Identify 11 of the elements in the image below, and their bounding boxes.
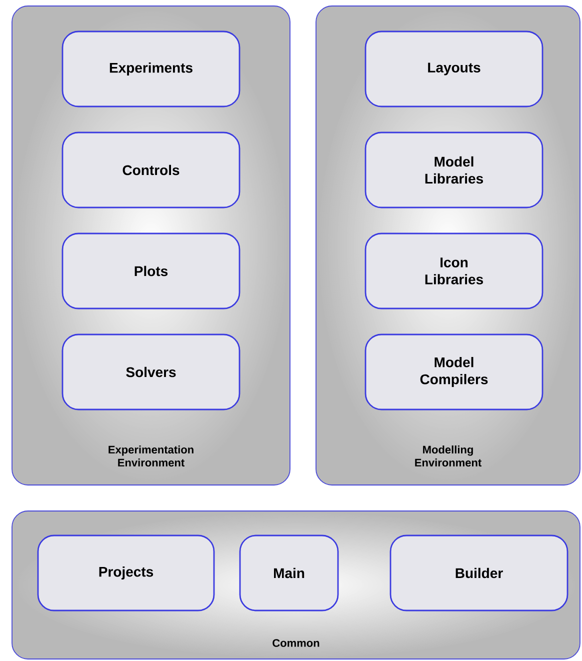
rounded-box: Projects — [37, 534, 215, 612]
rounded-box: Solvers — [62, 334, 240, 410]
rounded-box: Icon Libraries — [364, 232, 544, 310]
rounded-box: Controls — [62, 132, 240, 208]
rounded-box: Model Compilers — [364, 334, 544, 410]
rounded-box: Main — [239, 534, 339, 612]
rounded-box: Plots — [62, 232, 240, 310]
rounded-box: Layouts — [364, 30, 544, 108]
rounded-box: Model Libraries — [364, 132, 544, 208]
rounded-box: Experiments — [62, 30, 240, 108]
rounded-box: Builder — [390, 534, 568, 612]
